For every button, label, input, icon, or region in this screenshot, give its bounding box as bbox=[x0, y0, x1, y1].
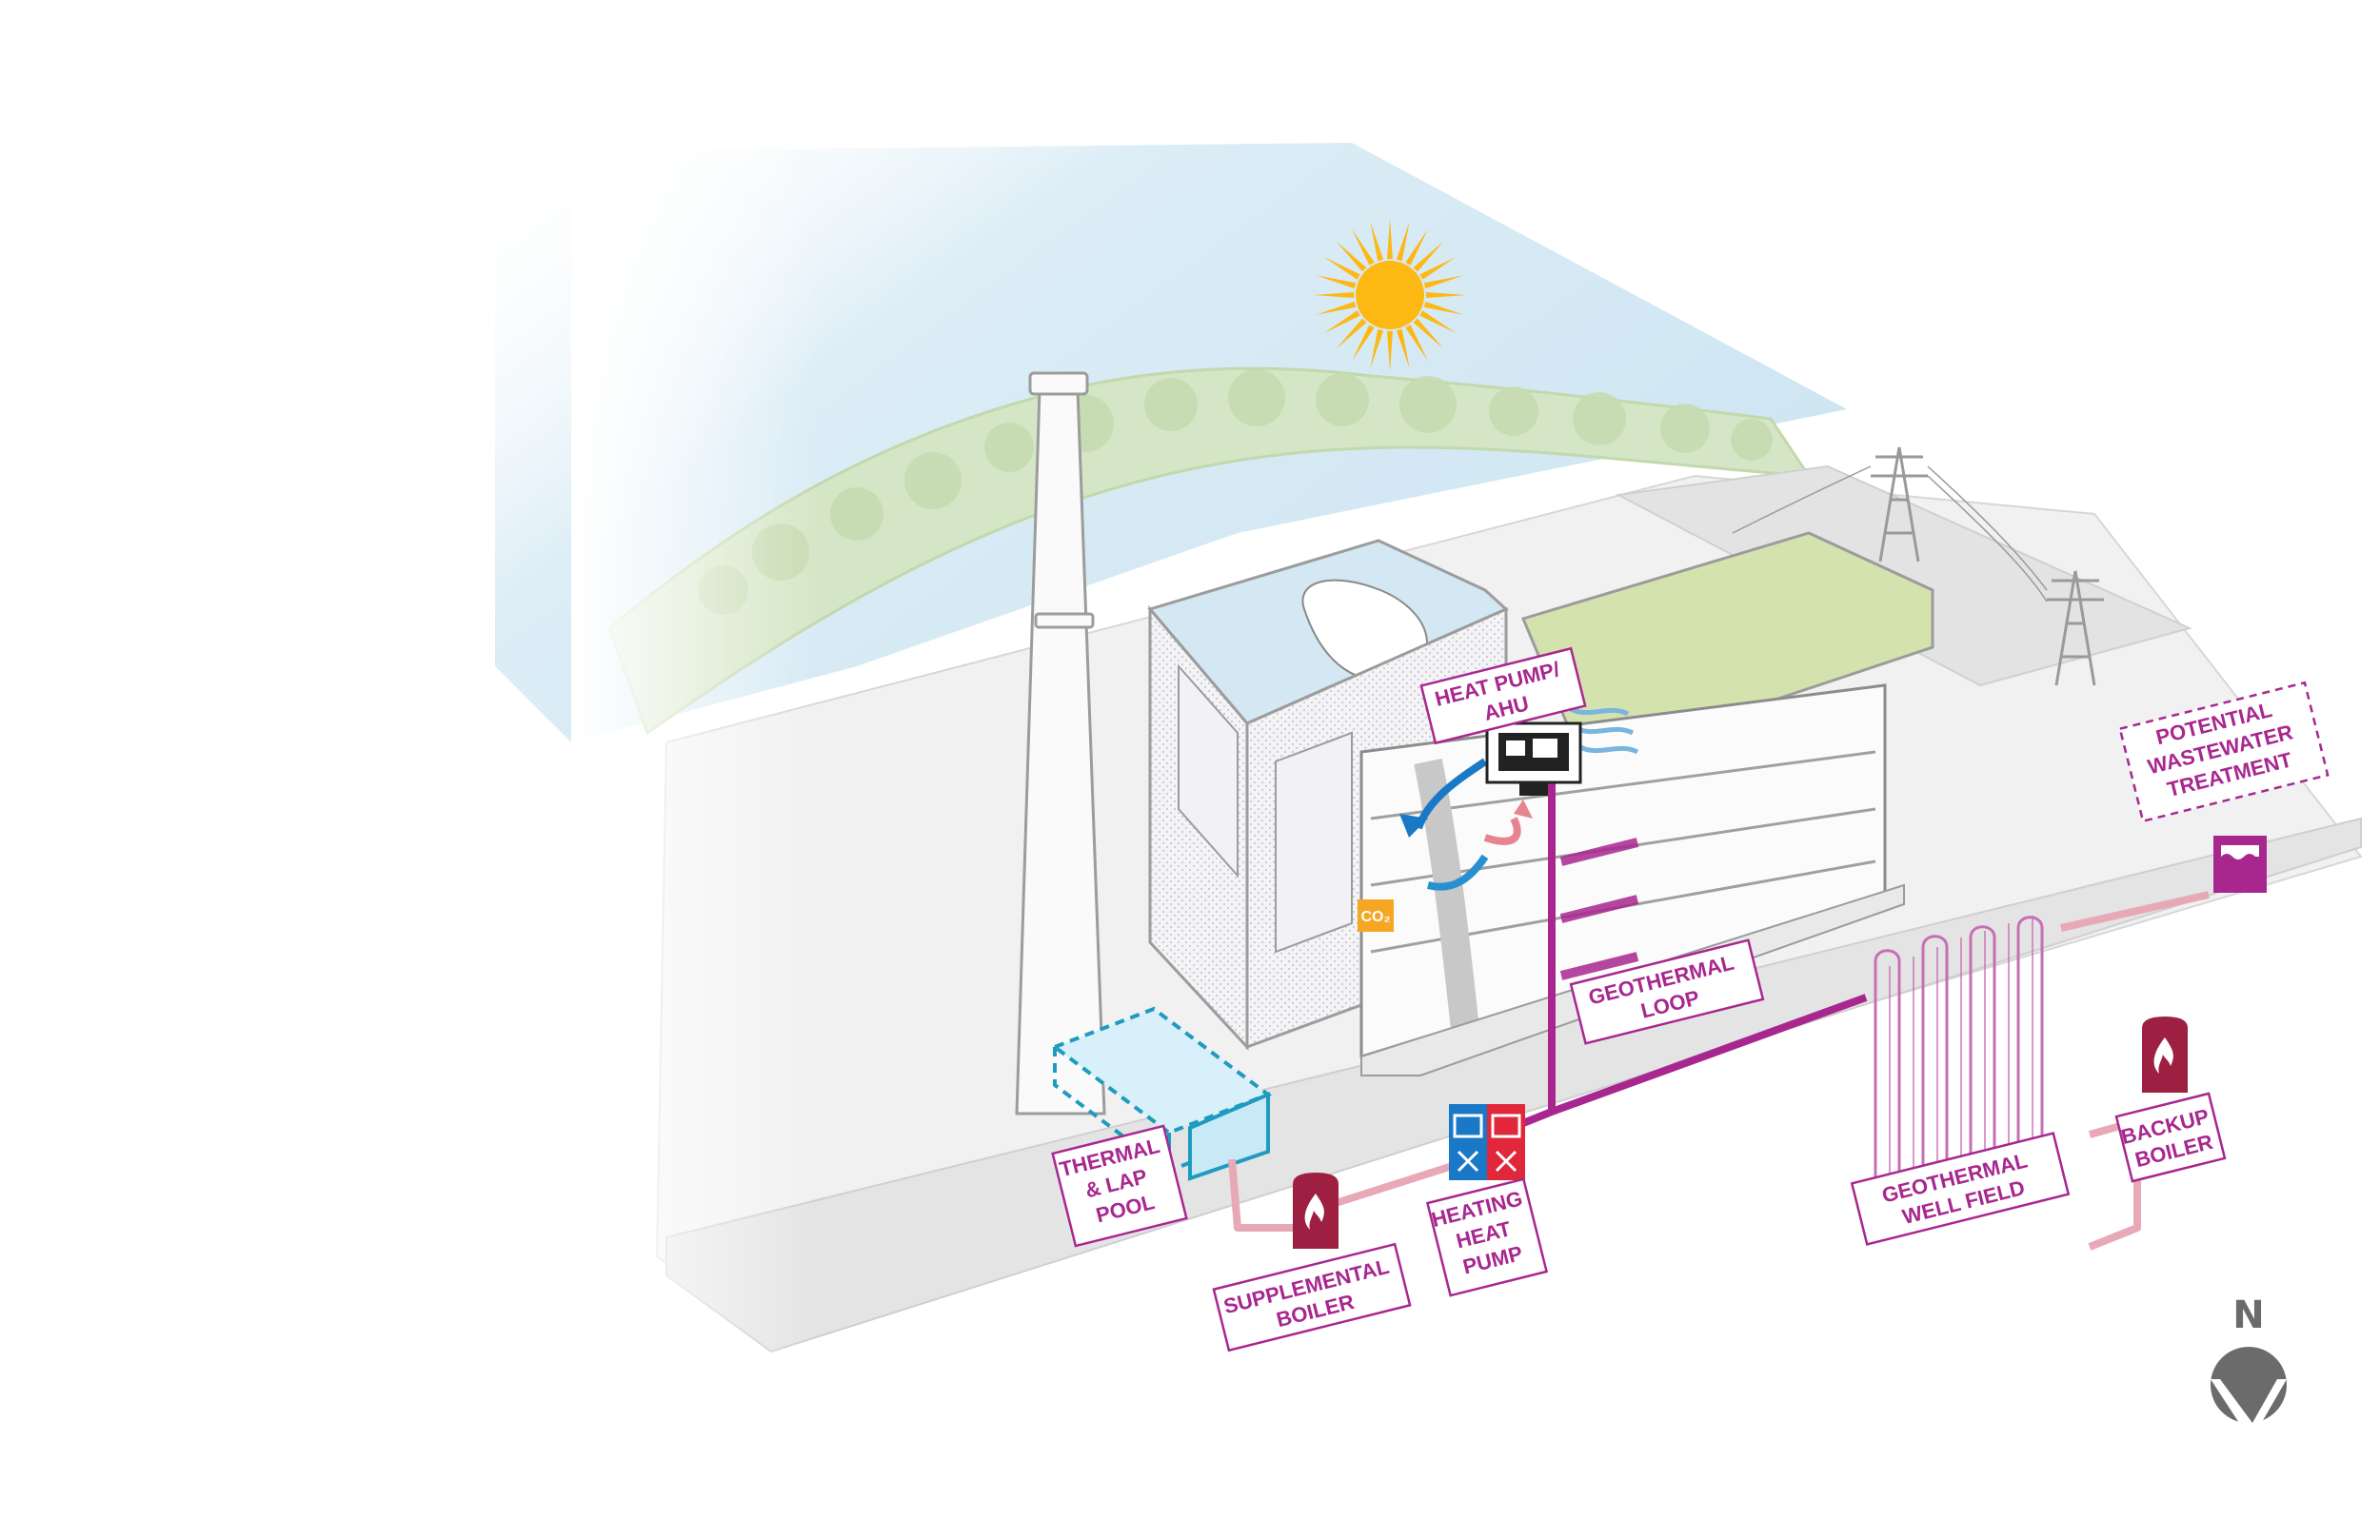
sun-ray bbox=[1413, 241, 1444, 272]
label-potential-wastewater-treatment: POTENTIAL WASTEWATER TREATMENT bbox=[2118, 681, 2330, 823]
supply-ducts bbox=[1559, 838, 1639, 980]
water-tank-icon bbox=[2213, 836, 2267, 893]
sun-ray bbox=[1352, 228, 1375, 266]
smokestack bbox=[1015, 371, 1106, 1116]
sun-ray bbox=[1413, 318, 1444, 349]
sun-ray bbox=[1370, 221, 1384, 262]
compass-north-letter: N bbox=[2232, 1293, 2264, 1337]
co2-badge bbox=[1358, 899, 1394, 932]
sun-icon bbox=[1314, 219, 1466, 371]
sun-ray bbox=[1336, 241, 1367, 272]
heat-pump-ahu-icon bbox=[1485, 721, 1582, 796]
pipes-primary bbox=[1521, 776, 1868, 1127]
label-geothermal-loop: GEOTHERMAL LOOP bbox=[1569, 938, 1765, 1045]
sun-ray bbox=[1316, 301, 1357, 315]
sun-ray bbox=[1316, 275, 1357, 289]
sun-ray bbox=[1387, 330, 1393, 371]
backup-boiler-icon bbox=[2142, 1017, 2188, 1093]
label-backup-boiler: BACKUP BOILER bbox=[2114, 1092, 2227, 1183]
north-arrow-icon bbox=[2211, 1347, 2287, 1429]
svg-text:THERMAL & LAP POOL: THERMAL & LAP POOL bbox=[1057, 1133, 1180, 1234]
sun-ray bbox=[1423, 275, 1464, 289]
sun-ray bbox=[1323, 257, 1360, 280]
sun-ray bbox=[1352, 325, 1375, 362]
sun-ray bbox=[1314, 292, 1355, 298]
transmission-tower-icon bbox=[1732, 446, 2104, 686]
svg-text:HEATING HEAT PUMP: HEATING HEAT PUMP bbox=[1429, 1185, 1543, 1284]
co2-badge-text: CO₂ bbox=[1360, 909, 1390, 925]
sun-ray bbox=[1423, 301, 1464, 315]
label-geothermal-well-field: GEOTHERMAL WELL FIELD bbox=[1850, 1132, 2071, 1246]
label-heating-heat-pump: HEATING HEAT PUMP bbox=[1425, 1177, 1549, 1297]
left-fade bbox=[571, 95, 819, 1428]
sun-ray bbox=[1396, 328, 1410, 369]
sun-ray bbox=[1387, 219, 1393, 260]
north-arrow: N bbox=[2211, 1293, 2287, 1429]
supplemental-boiler-icon bbox=[1293, 1173, 1339, 1249]
label-thermal-lap-pool: THERMAL & LAP POOL bbox=[1051, 1124, 1188, 1248]
sun-ray bbox=[1405, 325, 1428, 362]
sun-ray bbox=[1425, 292, 1466, 298]
sun-ray bbox=[1336, 318, 1367, 349]
sun-ray bbox=[1370, 328, 1384, 369]
sun-ray bbox=[1323, 310, 1360, 333]
heat-pump-icon bbox=[1449, 1104, 1525, 1180]
sun-ray bbox=[1405, 228, 1428, 266]
sun-ray bbox=[1419, 310, 1457, 333]
sun-ray bbox=[1396, 221, 1410, 262]
sun-ray bbox=[1419, 257, 1457, 280]
label-supplemental-boiler: SUPPLEMENTAL BOILER bbox=[1212, 1242, 1412, 1352]
